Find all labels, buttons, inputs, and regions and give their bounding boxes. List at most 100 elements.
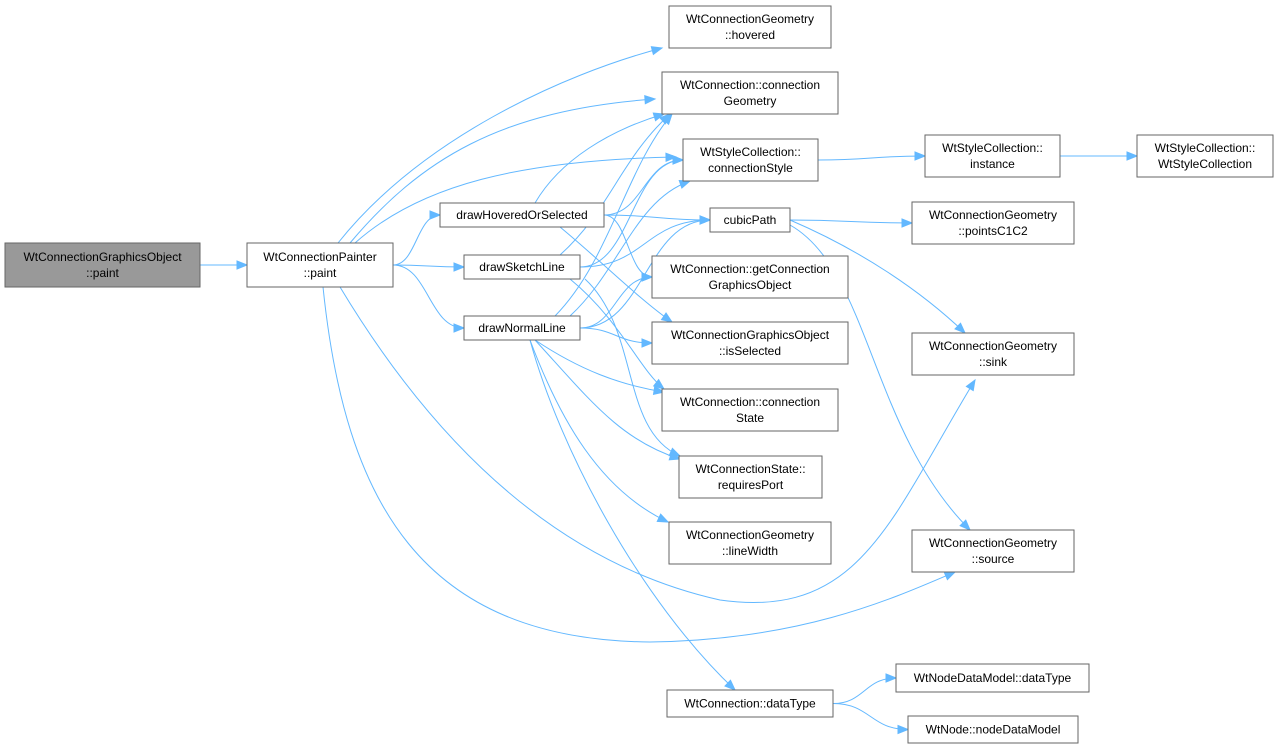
node-style_ctor-label-line-2: WtStyleCollection	[1158, 157, 1252, 171]
edge-painter_paint-to-geom_sink	[339, 286, 976, 604]
node-geom_sink-label-line-2: ::sink	[979, 355, 1008, 369]
node-geom_sink-label-line-1: WtConnectionGeometry	[929, 339, 1057, 353]
node-geom_pointsC1C2[interactable]: WtConnectionGeometry::pointsC1C2	[911, 201, 1075, 245]
edge-cubicPath-to-geom_pointsC1C2	[789, 219, 913, 224]
edge-conn_dataType-to-ndm_dataType-arrowhead	[885, 673, 898, 683]
node-conn_getGraphicsObject-box	[651, 255, 849, 299]
node-drawNormalLine-box	[463, 315, 581, 341]
node-cgo_isSelected-box	[651, 321, 849, 365]
edge-painter_paint-to-style_connectionStyle	[354, 156, 677, 244]
edge-cubicPath-to-geom_source-arrowhead	[959, 519, 971, 531]
edge-painter_paint-to-geom_source	[322, 286, 956, 643]
edge-drawSketchLine-to-conn_geometry	[559, 113, 671, 256]
node-root-label-line-1: WtConnectionGraphicsObject	[23, 250, 182, 264]
edge-drawSketchLine-to-conn_state	[569, 278, 665, 390]
edge-painter_paint-to-drawHoveredOrSelected-arrowhead	[429, 210, 442, 220]
edge-drawNormalLine-to-conn_dataType-arrowhead	[724, 679, 736, 691]
node-conn_getGraphicsObject-label-line-1: WtConnection::getConnection	[670, 262, 829, 276]
node-root: WtConnectionGraphicsObject::paint	[4, 242, 201, 288]
node-state_requiresPort[interactable]: WtConnectionState::requiresPort	[678, 455, 823, 499]
node-drawSketchLine-box	[463, 254, 581, 280]
node-ndm_dataType-box	[895, 663, 1090, 693]
node-drawHoveredOrSelected-box	[439, 202, 605, 228]
node-cubicPath[interactable]: cubicPath	[709, 207, 791, 233]
node-geom_pointsC1C2-label-line-1: WtConnectionGeometry	[929, 208, 1057, 222]
node-root-label-line-2: ::paint	[86, 266, 119, 280]
node-style_connectionStyle[interactable]: WtStyleCollection::connectionStyle	[682, 138, 819, 182]
node-painter_paint[interactable]: WtConnectionPainter::paint	[246, 242, 394, 288]
node-style_ctor-box	[1136, 134, 1274, 178]
node-drawHoveredOrSelected-label-line-1: drawHoveredOrSelected	[456, 208, 587, 222]
node-conn_geometry-label-line-2: Geometry	[724, 94, 777, 108]
edge-drawSketchLine-to-state_requiresPort	[584, 278, 681, 457]
edge-painter_paint-to-geom_hovered	[337, 47, 663, 244]
node-ndm_dataType[interactable]: WtNodeDataModel::dataType	[895, 663, 1090, 693]
edges-layer	[199, 46, 1139, 735]
node-geom_source[interactable]: WtConnectionGeometry::source	[911, 529, 1075, 573]
node-node_nodeDataModel-label-line-1: WtNode::nodeDataModel	[926, 723, 1061, 737]
edge-drawHoveredOrSelected-to-cgo_isSelected-arrowhead	[660, 312, 674, 323]
nodes-layer: WtConnectionGraphicsObject::paintWtConne…	[4, 5, 1274, 744]
node-drawHoveredOrSelected[interactable]: drawHoveredOrSelected	[439, 202, 605, 228]
node-conn_dataType-label-line-1: WtConnection::dataType	[684, 697, 816, 711]
node-style_instance-box	[924, 134, 1061, 178]
node-geom_hovered-label-line-2: ::hovered	[725, 28, 775, 42]
node-painter_paint-label-line-2: ::paint	[304, 266, 337, 280]
node-cgo_isSelected-label-line-2: ::isSelected	[719, 344, 781, 358]
edge-drawNormalLine-to-conn_geometry	[554, 113, 673, 317]
edge-cubicPath-to-geom_source	[789, 224, 971, 531]
edge-drawSketchLine-to-cubicPath	[579, 219, 711, 268]
node-conn_getGraphicsObject[interactable]: WtConnection::getConnectionGraphicsObjec…	[651, 255, 849, 299]
edge-painter_paint-to-drawNormalLine-arrowhead	[453, 323, 466, 333]
node-geom_lineWidth-label-line-2: ::lineWidth	[722, 544, 778, 558]
node-state_requiresPort-label-line-1: WtConnectionState::	[695, 462, 805, 476]
edge-style_connectionStyle-to-style_instance	[817, 155, 926, 161]
node-geom_source-box	[911, 529, 1075, 573]
node-node_nodeDataModel-box	[907, 715, 1079, 744]
edge-drawNormalLine-to-style_connectionStyle-arrowhead	[678, 179, 692, 189]
edge-cubicPath-to-geom_pointsC1C2-arrowhead	[901, 218, 914, 228]
edge-drawNormalLine-to-conn_getGraphicsObject-arrowhead	[641, 272, 654, 282]
node-conn_state-box	[661, 388, 839, 432]
edge-drawHoveredOrSelected-to-conn_geometry-arrowhead	[652, 112, 666, 122]
edge-painter_paint-to-style_connectionStyle-arrowhead	[665, 152, 678, 162]
node-geom_source-label-line-1: WtConnectionGeometry	[929, 536, 1057, 550]
edge-painter_paint-to-drawNormalLine	[392, 264, 465, 329]
edge-drawSketchLine-to-style_connectionStyle-arrowhead	[672, 155, 685, 165]
node-style_instance[interactable]: WtStyleCollection::instance	[924, 134, 1061, 178]
edge-drawHoveredOrSelected-to-cgo_isSelected	[559, 226, 673, 323]
node-style_ctor-label-line-1: WtStyleCollection::	[1155, 141, 1256, 155]
node-geom_hovered[interactable]: WtConnectionGeometry::hovered	[668, 5, 832, 49]
node-geom_sink[interactable]: WtConnectionGeometry::sink	[911, 332, 1075, 376]
node-cubicPath-box	[709, 207, 791, 233]
node-cgo_isSelected[interactable]: WtConnectionGraphicsObject::isSelected	[651, 321, 849, 365]
edge-drawNormalLine-to-style_connectionStyle	[569, 180, 691, 317]
node-drawNormalLine[interactable]: drawNormalLine	[463, 315, 581, 341]
edge-cubicPath-to-geom_sink	[789, 219, 966, 334]
edge-drawNormalLine-to-state_requiresPort-arrowhead	[668, 451, 682, 461]
edge-drawNormalLine-to-cubicPath-arrowhead	[699, 215, 712, 225]
node-geom_lineWidth[interactable]: WtConnectionGeometry::lineWidth	[668, 521, 832, 565]
edge-painter_paint-to-conn_geometry	[349, 98, 656, 244]
node-geom_lineWidth-box	[668, 521, 832, 565]
edge-drawHoveredOrSelected-to-style_connectionStyle	[603, 159, 684, 216]
node-conn_dataType[interactable]: WtConnection::dataType	[666, 689, 834, 718]
node-style_ctor[interactable]: WtStyleCollection::WtStyleCollection	[1136, 134, 1274, 178]
edge-drawHoveredOrSelected-to-conn_getGraphicsObject	[603, 214, 653, 278]
node-conn_dataType-box	[666, 689, 834, 718]
node-root-box	[4, 242, 201, 288]
node-painter_paint-label-line-1: WtConnectionPainter	[263, 250, 376, 264]
edge-drawSketchLine-to-conn_state-arrowhead	[652, 378, 666, 390]
edge-drawNormalLine-to-conn_geometry-arrowhead	[661, 112, 673, 126]
node-drawSketchLine[interactable]: drawSketchLine	[463, 254, 581, 280]
edge-root-to-painter_paint-arrowhead	[236, 260, 249, 270]
node-geom_pointsC1C2-label-line-2: ::pointsC1C2	[958, 224, 1028, 238]
node-drawSketchLine-label-line-1: drawSketchLine	[479, 260, 565, 274]
node-cgo_isSelected-label-line-1: WtConnectionGraphicsObject	[671, 328, 830, 342]
node-node_nodeDataModel[interactable]: WtNode::nodeDataModel	[907, 715, 1079, 744]
node-style_connectionStyle-label-line-1: WtStyleCollection::	[700, 145, 801, 159]
node-geom_sink-box	[911, 332, 1075, 376]
